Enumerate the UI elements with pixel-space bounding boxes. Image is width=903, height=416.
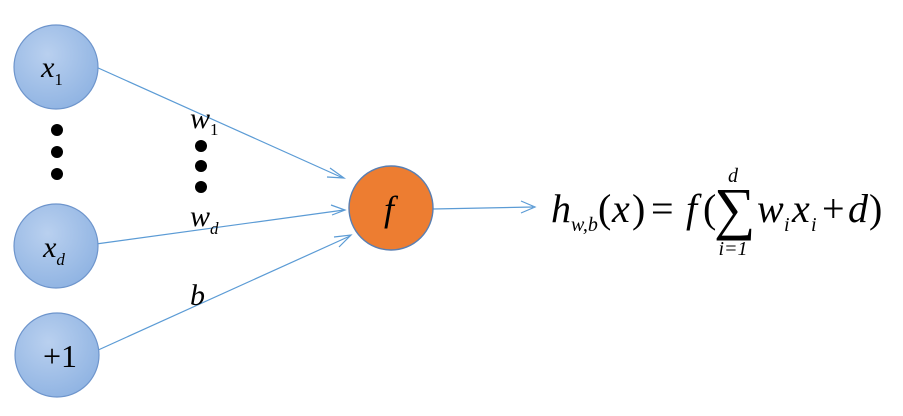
formula-paren-open: ( <box>703 186 716 231</box>
formula-h-subscript: w,b <box>571 214 598 236</box>
input-ellipsis <box>51 124 63 180</box>
input-node-x1-label: x1 <box>40 51 63 89</box>
input-node-bias-label: +1 <box>43 338 77 374</box>
input-node-xd-circle <box>13 203 99 289</box>
formula-paren-close: ) <box>869 186 882 231</box>
arrowhead-bias <box>333 234 353 248</box>
formula-plus: + <box>822 186 845 231</box>
weight-ellipsis <box>195 140 207 193</box>
formula-bias: d <box>848 186 869 231</box>
arrowhead-xd <box>330 204 347 216</box>
output-formula: h w,b ( x ) = f ( ∑ d i=1 w i x i + d ) <box>551 165 882 260</box>
formula-arg: x <box>611 186 630 231</box>
formula-w-subscript: i <box>784 214 790 236</box>
formula-x-subscript: i <box>811 214 817 236</box>
input-node-bias: +1 <box>14 312 100 398</box>
ellipsis-dot <box>51 168 63 180</box>
arrow-bias-to-neuron <box>95 235 351 352</box>
ellipsis-dot <box>51 146 63 158</box>
arrowhead-x1 <box>326 167 347 179</box>
weight-label-wd: wd <box>190 200 219 238</box>
arrow-neuron-to-output <box>432 206 534 210</box>
input-node-x1-circle <box>13 24 99 110</box>
neuron-node: f <box>348 165 434 251</box>
formula-h: h <box>551 186 571 231</box>
formula-equals: = <box>651 186 674 231</box>
input-node-xd-label: xd <box>42 231 65 269</box>
formula-sigma: ∑ <box>714 176 755 241</box>
ellipsis-dot <box>51 124 63 136</box>
neuron-node-circle <box>348 165 434 251</box>
input-node-x1: x1 <box>13 24 99 110</box>
formula-sigma-upper: d <box>728 165 739 187</box>
formula-w: w <box>757 186 784 231</box>
ellipsis-dot <box>195 181 207 193</box>
connections <box>95 66 537 352</box>
formula-arg-close: ) <box>632 186 645 231</box>
formula-f: f <box>686 186 702 231</box>
arrow-xd-to-neuron <box>95 209 345 245</box>
ellipsis-dot <box>195 140 207 152</box>
arrowhead-output <box>520 200 537 214</box>
ellipsis-dot <box>195 160 207 172</box>
formula-sigma-lower: i=1 <box>718 238 747 260</box>
formula-arg-open: ( <box>598 186 611 231</box>
weight-label-w1: w1 <box>190 102 219 139</box>
arrow-x1-to-neuron <box>95 66 344 179</box>
weight-label-b: b <box>190 279 205 312</box>
formula-x: x <box>791 186 810 231</box>
input-node-bias-circle <box>14 312 100 398</box>
input-node-xd: xd <box>13 203 99 289</box>
